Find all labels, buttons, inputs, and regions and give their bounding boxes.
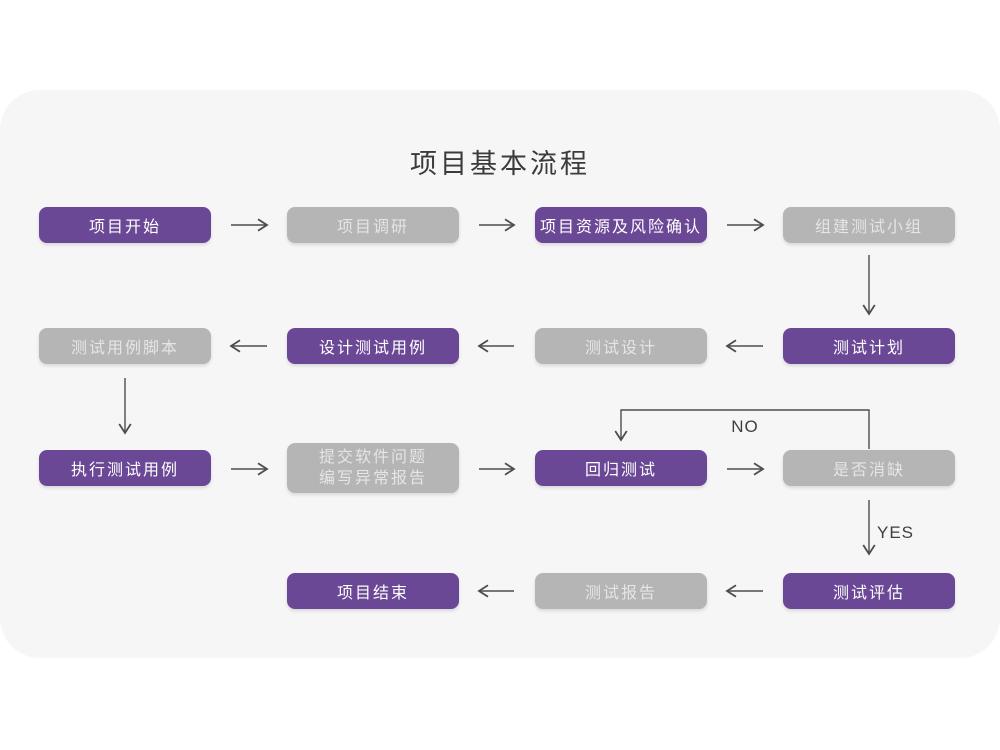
node-design-test-case: 设计测试用例 bbox=[287, 328, 459, 364]
node-test-report: 测试报告 bbox=[535, 573, 707, 609]
node-test-case-script: 测试用例脚本 bbox=[39, 328, 211, 364]
node-build-test-team: 组建测试小组 bbox=[783, 207, 955, 243]
node-resource-risk-confirm: 项目资源及风险确认 bbox=[535, 207, 707, 243]
diagram-card bbox=[0, 90, 1000, 658]
node-submit-issue-report: 提交软件问题 编写异常报告 bbox=[287, 443, 459, 493]
node-test-evaluation: 测试评估 bbox=[783, 573, 955, 609]
node-defect-cleared: 是否消缺 bbox=[783, 450, 955, 486]
node-test-plan: 测试计划 bbox=[783, 328, 955, 364]
node-regression-test: 回归测试 bbox=[535, 450, 707, 486]
node-execute-test-case: 执行测试用例 bbox=[39, 450, 211, 486]
node-test-design: 测试设计 bbox=[535, 328, 707, 364]
diagram-title: 项目基本流程 bbox=[410, 149, 590, 179]
node-project-end: 项目结束 bbox=[287, 573, 459, 609]
node-project-start: 项目开始 bbox=[39, 207, 211, 243]
node-project-research: 项目调研 bbox=[287, 207, 459, 243]
